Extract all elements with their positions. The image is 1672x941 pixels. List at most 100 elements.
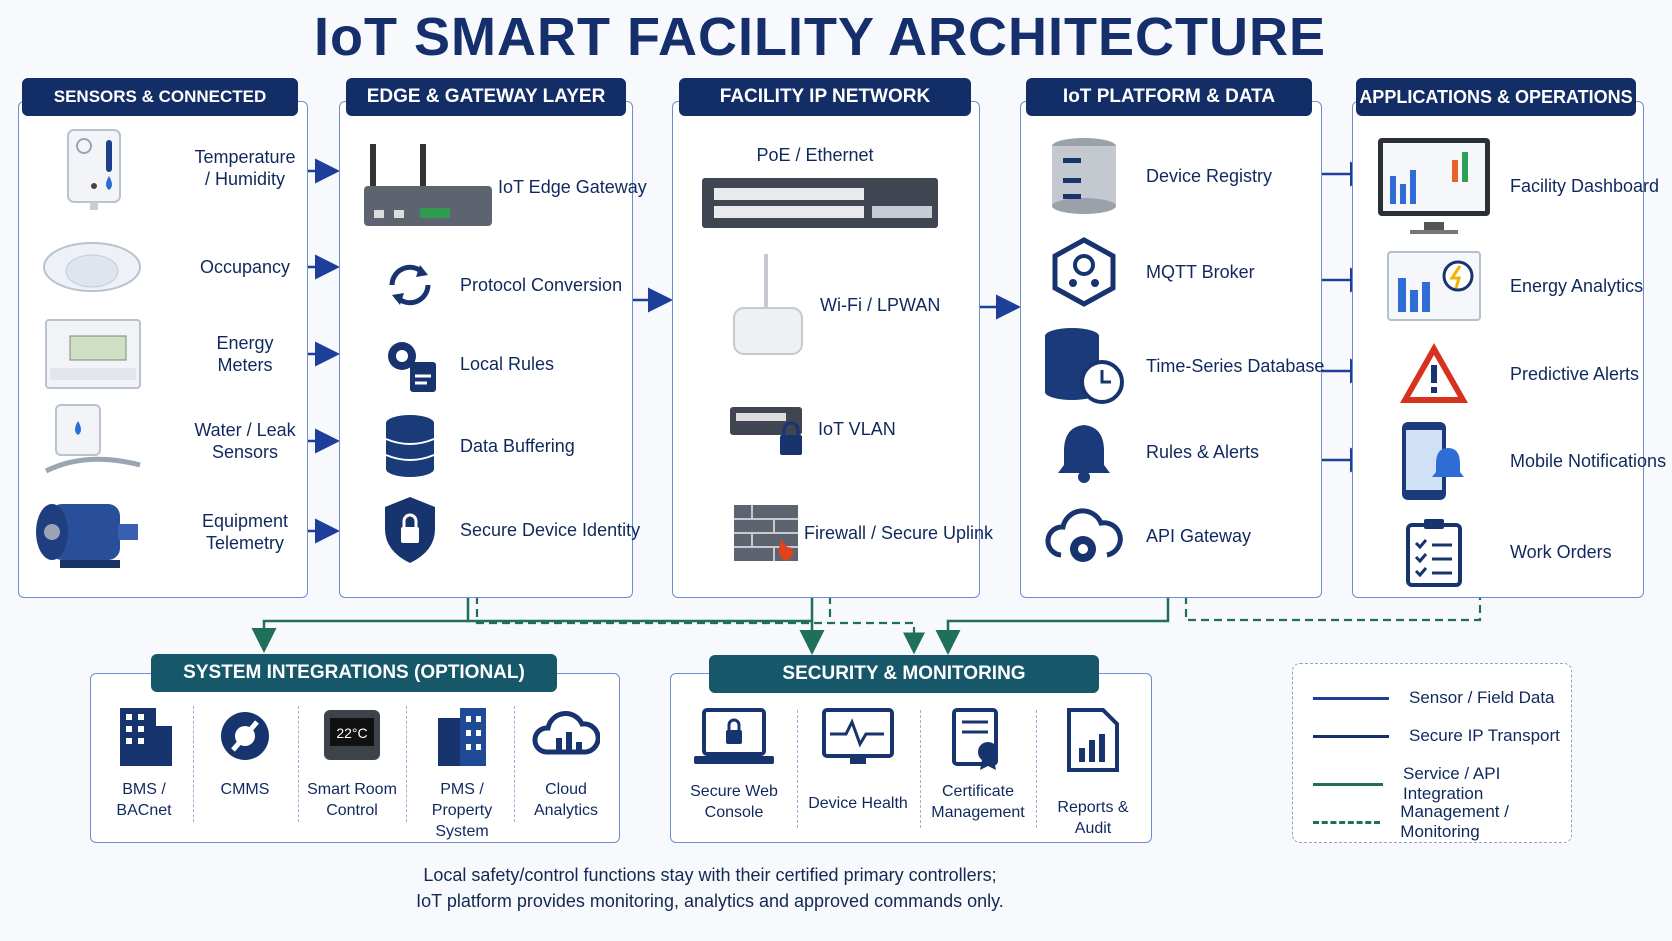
occupancy-sensor-icon	[42, 231, 142, 303]
divider	[406, 706, 407, 822]
sensor-label: Occupancy	[199, 257, 291, 277]
cloud-bars-icon	[520, 704, 612, 773]
sensor-label: Temperature / Humidity	[194, 147, 296, 189]
footer-note: Local safety/control functions stay with…	[0, 862, 1420, 914]
platform-header: IoT PLATFORM & DATA	[1026, 78, 1312, 116]
legend-label: Secure IP Transport	[1409, 726, 1560, 745]
integration-label: Smart Room Control	[307, 781, 397, 819]
thermostat-display: 22°C	[336, 725, 367, 741]
shield-lock-icon	[360, 494, 460, 566]
legend-line	[1313, 696, 1389, 700]
edge-label: Secure Device Identity	[460, 520, 641, 540]
legend-item: Sensor / Field Data	[1313, 688, 1555, 708]
platform-item: MQTT Broker	[1034, 236, 1255, 308]
divider	[298, 706, 299, 822]
network-label: IoT VLAN	[818, 419, 896, 439]
office-tower-icon	[410, 704, 514, 773]
legend-line	[1313, 782, 1383, 786]
network-item: IoT VLAN	[718, 393, 896, 465]
integration-item: 22°C Smart Room Control	[304, 704, 400, 821]
integration-connector	[935, 596, 1170, 655]
security-item: Secure Web Console	[680, 708, 788, 823]
network-label: Firewall / Secure Uplink	[804, 523, 994, 543]
integrations-header: SYSTEM INTEGRATIONS (OPTIONAL)	[151, 654, 557, 692]
integration-label: BMS / BACnet	[116, 781, 172, 819]
integration-item: BMS / BACnet	[102, 704, 186, 821]
divider	[514, 706, 515, 822]
integration-label: Cloud Analytics	[533, 781, 599, 819]
building-icon	[102, 704, 186, 773]
platform-item: Rules & Alerts	[1034, 416, 1259, 488]
sensor-label: Equipment Telemetry	[201, 511, 289, 553]
platform-item: API Gateway	[1034, 500, 1251, 572]
energy-meter-icon	[42, 318, 142, 390]
database-clock-icon	[1034, 326, 1134, 406]
platform-label: MQTT Broker	[1146, 262, 1255, 282]
footer-line: IoT platform provides monitoring, analyt…	[416, 891, 1004, 911]
motor-icon	[30, 496, 142, 568]
phone-bell-icon	[1374, 418, 1494, 504]
app-label: Mobile Notifications	[1510, 451, 1667, 471]
monitoring-connector	[1184, 596, 1482, 622]
security-header: SECURITY & MONITORING	[709, 655, 1099, 693]
legend-line	[1313, 734, 1389, 738]
legend-item: Secure IP Transport	[1313, 726, 1560, 746]
network-label: PoE / Ethernet	[756, 145, 874, 165]
edge-label: Protocol Conversion	[460, 275, 623, 295]
platform-label: Device Registry	[1146, 166, 1273, 186]
sensor-item: Energy Meters	[42, 318, 300, 390]
app-item: Work Orders	[1374, 516, 1612, 588]
edge-label: Data Buffering	[460, 436, 575, 456]
sync-arrows-icon	[360, 249, 460, 321]
certificate-icon	[924, 708, 1032, 777]
app-item: Mobile Notifications	[1374, 418, 1666, 504]
edge-label: Local Rules	[460, 354, 555, 374]
edge-item: Local Rules	[360, 328, 554, 400]
divider	[797, 710, 798, 828]
gear-wrench-icon	[198, 704, 292, 773]
sensor-item: Equipment Telemetry	[30, 496, 300, 568]
network-item: Firewall / Secure Uplink	[718, 497, 993, 569]
integration-item: PMS / Property System	[410, 704, 514, 842]
app-item: Energy Analytics	[1374, 250, 1643, 322]
legend-label: Service / API Integration	[1403, 764, 1501, 803]
legend-item: Management / Monitoring	[1313, 802, 1571, 842]
integration-label: PMS / Property System	[431, 781, 493, 840]
access-point-icon	[718, 250, 818, 360]
app-item: Facility Dashboard	[1374, 134, 1659, 238]
bell-icon	[1034, 416, 1134, 488]
legend-label: Management / Monitoring	[1400, 802, 1509, 841]
app-label: Energy Analytics	[1510, 276, 1644, 296]
database-icon	[360, 410, 460, 482]
divider	[920, 710, 921, 828]
sensor-item: Temperature / Humidity	[42, 129, 300, 210]
security-item: Certificate Management	[924, 708, 1032, 823]
integration-label: CMMS	[220, 781, 270, 798]
integration-item: Cloud Analytics	[520, 704, 612, 821]
cloud-gear-icon	[1034, 500, 1134, 572]
warning-triangle-icon	[1374, 338, 1494, 410]
network-switch-icon	[700, 170, 940, 234]
legend-label: Sensor / Field Data	[1409, 688, 1555, 707]
monitor-heartbeat-icon	[802, 708, 914, 773]
app-label: Work Orders	[1510, 542, 1612, 562]
edge-label: IoT Edge Gateway	[498, 177, 647, 197]
divider	[1036, 710, 1037, 828]
legend-item: Service / API Integration	[1313, 764, 1571, 804]
security-label: Reports & Audit	[1057, 799, 1129, 837]
edge-header: EDGE & GATEWAY LAYER	[346, 78, 626, 116]
clipboard-checklist-icon	[1374, 516, 1494, 588]
monitoring-connector	[475, 596, 925, 655]
divider	[193, 706, 194, 822]
integration-connector	[251, 596, 470, 653]
sensor-label: Energy Meters	[216, 333, 274, 375]
legend: Sensor / Field Data Secure IP Transport …	[1292, 663, 1572, 843]
sensors-header: SENSORS & CONNECTED DEVICES	[22, 78, 298, 144]
page-title: IoT SMART FACILITY ARCHITECTURE	[314, 7, 1326, 67]
network-header: FACILITY IP NETWORK	[679, 78, 971, 116]
sensor-item: Water / Leak Sensors	[42, 404, 300, 477]
legend-line	[1313, 820, 1381, 824]
edge-item: Secure Device Identity	[360, 494, 640, 566]
edge-item: Data Buffering	[360, 410, 575, 482]
edge-item: Protocol Conversion	[360, 249, 622, 321]
